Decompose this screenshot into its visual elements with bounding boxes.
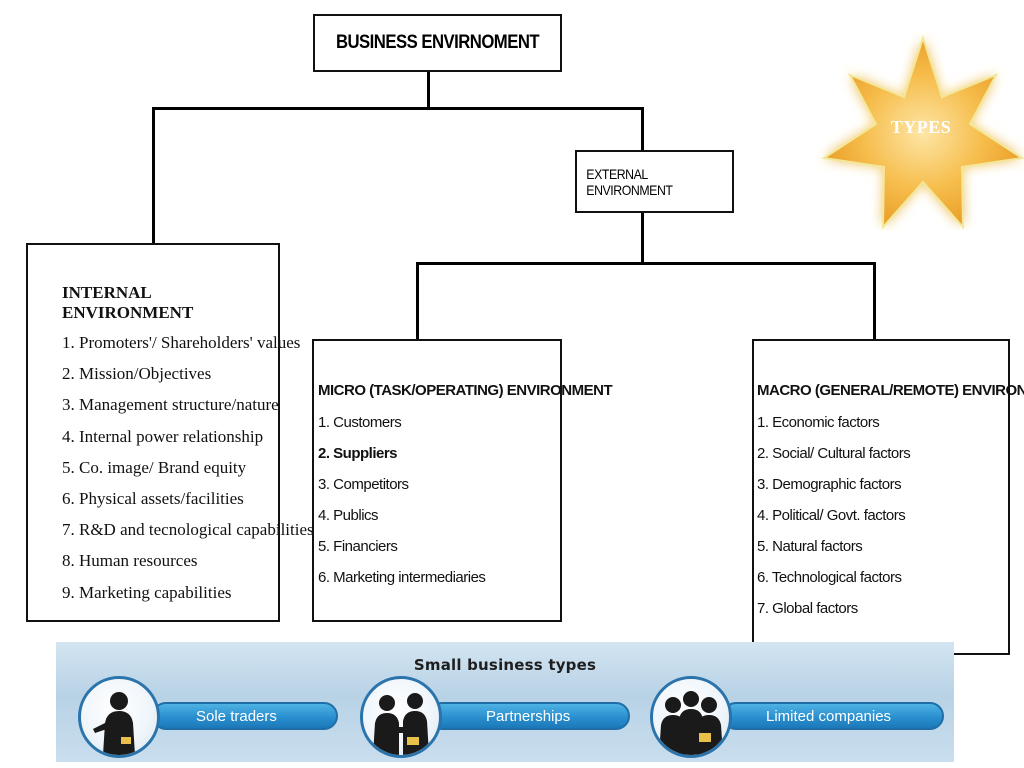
internal-item: 1. Promoters'/ Shareholders' values	[62, 333, 301, 352]
micro-item: 6. Marketing intermediaries	[318, 569, 486, 586]
micro-environment-title: MICRO (TASK/OPERATING) ENVIRONMENT	[318, 382, 613, 399]
star-shape	[821, 34, 1024, 230]
external-stem-line	[641, 212, 644, 264]
micro-item: 4. Publics	[318, 507, 379, 524]
internal-environment-title: INTERNAL ENVIRONMENT	[62, 283, 194, 322]
limited-companies-pill: Limited companies	[722, 702, 944, 730]
macro-environment-title: MACRO (GENERAL/REMOTE) ENVIRONMENT	[757, 382, 1024, 399]
external-branch-line	[416, 262, 876, 265]
internal-item: 8. Human resources	[62, 551, 198, 571]
internal-item: 2. Mission/Objectives	[62, 364, 212, 384]
sole-traders-label: Sole traders	[196, 707, 277, 725]
micro-environment-box: MICRO (TASK/OPERATING) ENVIRONMENT 1. Cu…	[312, 339, 613, 622]
partnerships-label: Partnerships	[486, 707, 571, 725]
sole-traders-pill: Sole traders	[152, 702, 338, 730]
types-label: TYPES	[890, 117, 952, 137]
internal-item: 9. Marketing capabilities	[62, 582, 232, 602]
partnerships-pill: Partnerships	[428, 702, 630, 730]
sole-traders-badge	[78, 676, 160, 758]
micro-item: 2. Suppliers	[318, 445, 398, 462]
internal-item: 7. R&D and tecnological capabilities	[62, 520, 314, 540]
small-business-banner: Small business types Sole traders Partne…	[56, 642, 954, 762]
internal-item: 4. Internal power relationship	[62, 426, 264, 446]
internal-item: 3. Management structure/nature	[62, 395, 279, 415]
partnerships-badge	[360, 676, 442, 758]
star-badge	[821, 34, 1024, 230]
macro-item: 7. Global factors	[757, 600, 858, 617]
macro-environment-box: MACRO (GENERAL/REMOTE) ENVIRONMENT 1. Ec…	[752, 339, 1024, 655]
root-stem-line	[427, 71, 430, 109]
internal-item: 5. Co. image/ Brand equity	[62, 457, 247, 477]
banner-title: Small business types	[413, 656, 597, 674]
macro-item: 5. Natural factors	[757, 538, 863, 555]
limited-companies-label: Limited companies	[766, 707, 892, 725]
micro-item: 3. Competitors	[318, 476, 409, 493]
meeting-icon	[659, 691, 723, 755]
internal-environment-box: INTERNAL ENVIRONMENT 1. Promoters'/ Shar…	[26, 243, 314, 622]
business-environment-box: BUSINESS ENVIRNOMENT	[313, 14, 562, 72]
micro-item: 1. Customers	[318, 414, 402, 431]
external-environment-title: EXTERNAL ENVIRONMENT	[586, 165, 673, 198]
macro-item: 2. Social/ Cultural factors	[757, 445, 911, 462]
macro-item: 6. Technological factors	[757, 569, 902, 586]
micro-drop-line	[416, 262, 419, 340]
micro-item: 5. Financiers	[318, 538, 398, 555]
internal-drop-line	[152, 107, 155, 244]
macro-item: 4. Political/ Govt. factors	[757, 507, 906, 524]
top-branch-line	[152, 107, 644, 110]
external-environment-box: EXTERNAL ENVIRONMENT	[575, 150, 734, 213]
macro-drop-line	[873, 262, 876, 340]
businessman-icon	[93, 692, 135, 755]
business-environment-title: BUSINESS ENVIRNOMENT	[335, 32, 540, 53]
macro-item: 3. Demographic factors	[757, 476, 902, 493]
macro-item: 1. Economic factors	[757, 414, 880, 431]
handshake-icon	[373, 693, 429, 755]
limited-companies-badge	[650, 676, 732, 758]
internal-item: 6. Physical assets/facilities	[62, 488, 244, 508]
external-drop-line	[641, 107, 644, 151]
